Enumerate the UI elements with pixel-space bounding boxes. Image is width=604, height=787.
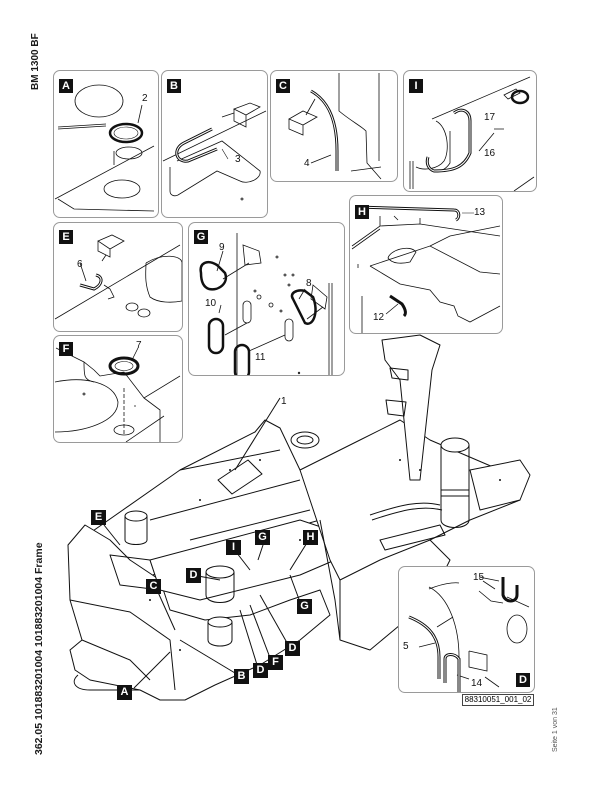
callout-1: 1 [281,396,287,407]
location-tag-i[interactable]: I [226,540,241,555]
detail-panel-c: C 4 [270,70,398,182]
panel-d-drawing [408,576,530,692]
drawing-reference: 88310051_001_02 [462,694,534,706]
panel-g-drawing [199,233,333,375]
callout-14: 14 [471,678,483,689]
callout-15: 15 [473,572,485,583]
location-tag-h[interactable]: H [303,530,318,545]
panel-f-drawing [54,347,181,442]
callout-3: 3 [235,154,241,165]
panel-tag-c: C [276,79,290,93]
callout-5: 5 [403,641,409,652]
detail-panel-f: F 7 [53,335,183,443]
panel-tag-i: I [409,79,423,93]
panel-tag-a: A [59,79,73,93]
callout-11: 11 [255,352,266,363]
location-tag-d-lower[interactable]: D [253,663,268,678]
location-tag-d-right[interactable]: D [285,641,300,656]
detail-panel-b: B 3 [161,70,268,218]
panel-a-drawing [54,84,155,212]
panel-e-drawing [54,234,182,320]
panel-tag-d: D [516,673,530,687]
detail-panel-i: I 17 16 [403,70,537,192]
callout-16: 16 [484,148,496,159]
location-tag-f[interactable]: F [268,655,283,670]
location-tag-g-upper[interactable]: G [255,530,270,545]
callout-7: 7 [136,340,142,351]
detail-panel-e: E 6 [53,222,183,332]
location-tag-g-lower[interactable]: G [297,599,312,614]
detail-panel-d: D 15 5 14 [398,566,535,693]
location-tag-d-upper[interactable]: D [186,568,201,583]
location-tag-e[interactable]: E [91,510,106,525]
callout-4: 4 [304,158,310,169]
panel-c-drawing [288,73,382,180]
callout-9: 9 [219,242,225,253]
detail-panel-g: G 9 10 8 11 [188,222,345,376]
callout-17: 17 [484,112,496,123]
callout-8: 8 [306,278,312,289]
panel-tag-b: B [167,79,181,93]
callout-10: 10 [205,298,217,309]
panel-b-drawing [162,102,267,201]
panel-tag-h: H [355,205,369,219]
panel-tag-g: G [194,230,208,244]
panel-i-drawing [409,76,535,191]
location-tag-b[interactable]: B [234,669,249,684]
callout-12: 12 [373,312,385,323]
panel-tag-f: F [59,342,73,356]
panel-tag-e: E [59,230,73,244]
callout-2: 2 [142,93,148,104]
callout-13: 13 [474,207,486,218]
detail-panel-a: A 2 [53,70,159,218]
panel-h-drawing [351,205,501,333]
detail-panel-h: H 13 12 [349,195,503,334]
location-tag-c[interactable]: C [146,579,161,594]
location-tag-a[interactable]: A [117,685,132,700]
callout-6: 6 [77,259,83,270]
